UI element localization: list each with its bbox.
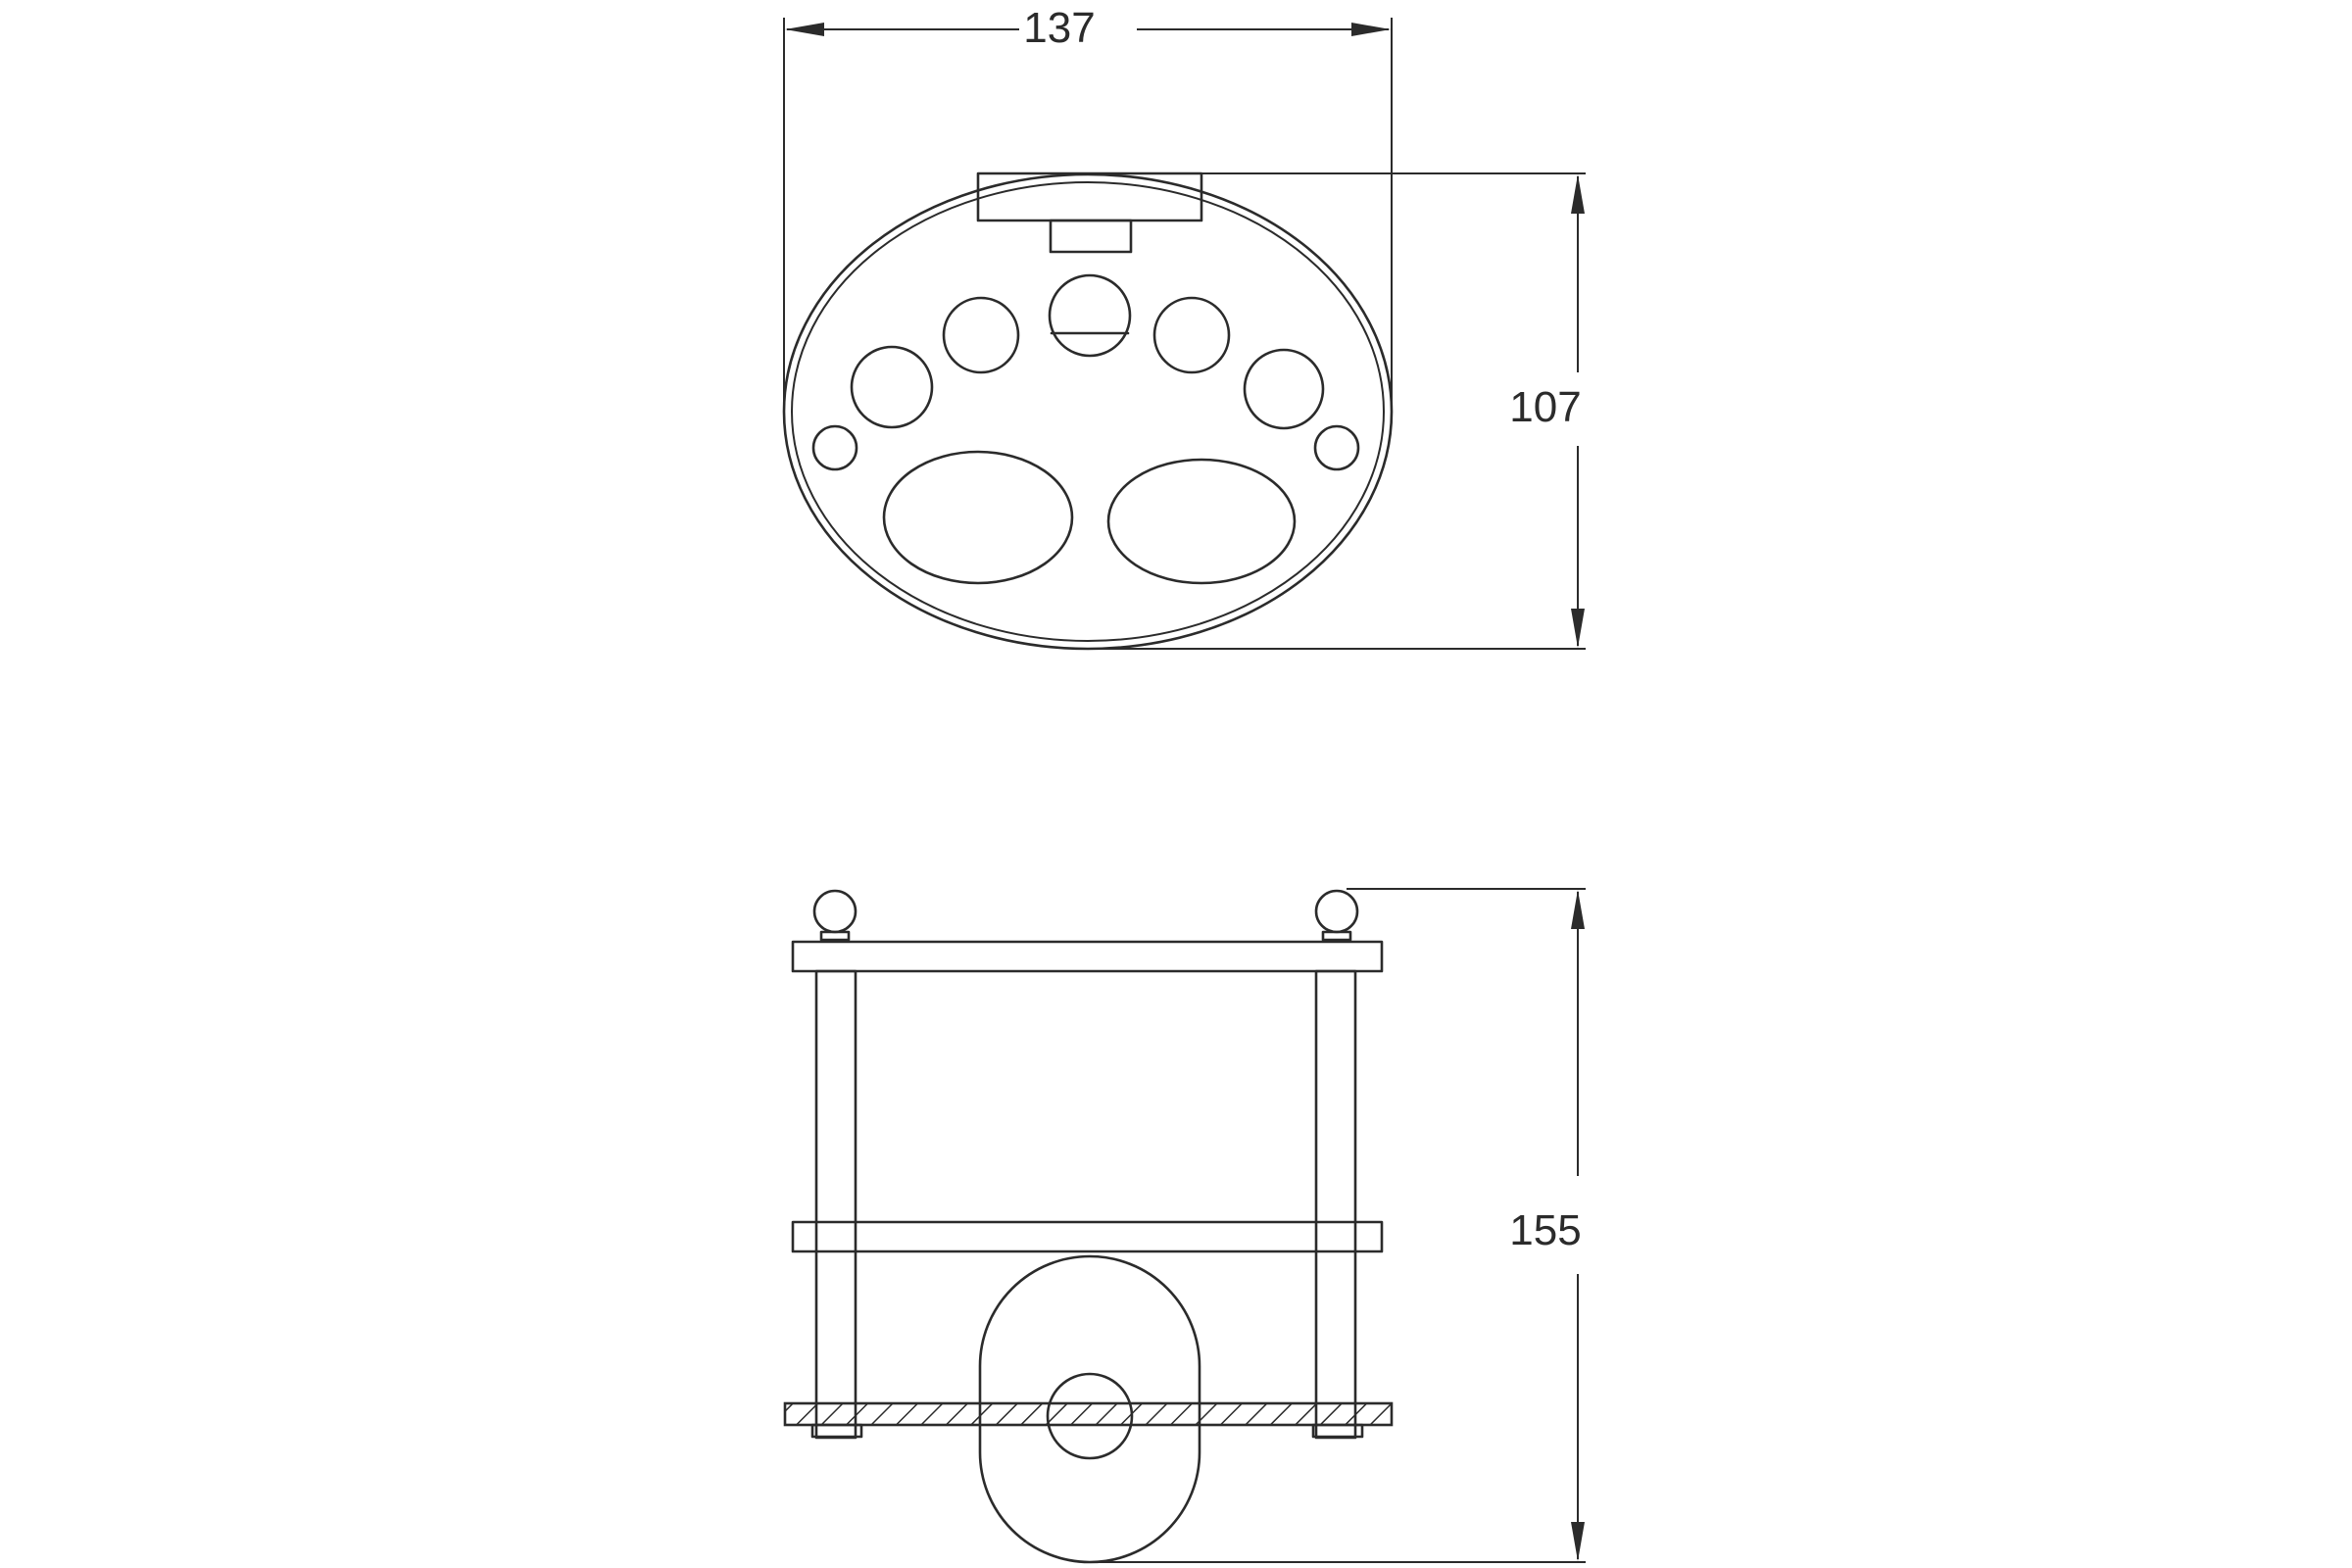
top-rail <box>791 940 1384 973</box>
base-plate-section <box>783 1401 1394 1427</box>
tray-inner-rim <box>791 181 1385 642</box>
cup-opening-right <box>1106 458 1297 585</box>
cup-opening-left <box>882 450 1074 585</box>
dimension-width-label: 137 <box>1023 4 1095 52</box>
finial-right <box>1314 889 1359 934</box>
front-view <box>783 889 1394 1564</box>
post-left <box>814 969 858 1440</box>
hole-right-3 <box>1152 296 1231 374</box>
dimension-height: 155 <box>1090 888 1586 1563</box>
dimension-depth-label: 107 <box>1509 383 1581 431</box>
post-right <box>1314 969 1357 1440</box>
middle-rail <box>791 1220 1384 1253</box>
finial-right-base <box>1321 930 1352 942</box>
dimension-depth: 107 <box>1088 172 1586 650</box>
hole-left-3 <box>942 296 1020 374</box>
hole-small-right <box>1313 424 1360 471</box>
hole-right-2 <box>1243 348 1325 430</box>
wall-flange <box>976 172 1203 222</box>
top-view <box>782 172 1394 651</box>
mount-neck <box>1049 219 1133 254</box>
hole-small-left <box>811 424 858 471</box>
foot-left <box>810 1423 863 1439</box>
finial-left-base <box>819 930 851 942</box>
dimension-width: 137 <box>783 4 1393 416</box>
tray-outline <box>782 172 1394 651</box>
hole-left-2 <box>850 345 934 429</box>
hole-center <box>1048 273 1132 358</box>
dimension-height-label: 155 <box>1509 1206 1581 1254</box>
foot-right <box>1311 1423 1364 1439</box>
finial-left <box>812 889 858 934</box>
